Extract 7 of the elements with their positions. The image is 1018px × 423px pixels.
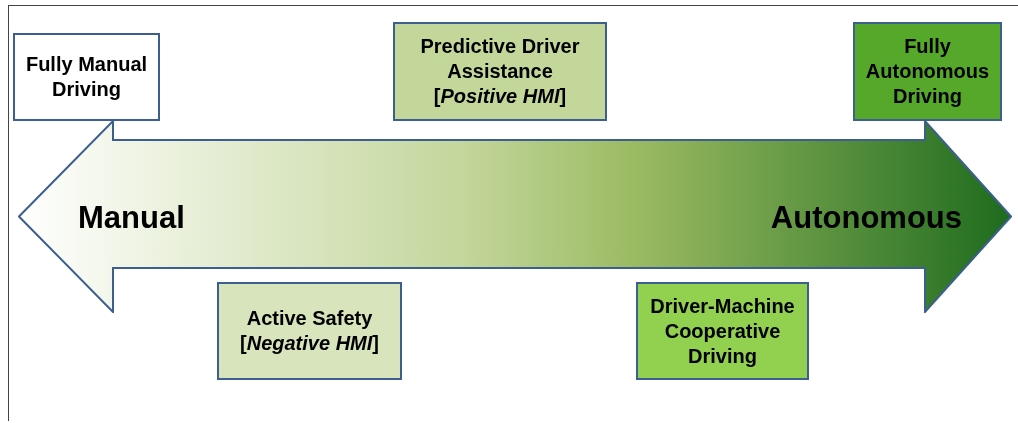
- stage-box: Predictive Driver Assistance [Positive HMI]: [393, 22, 607, 121]
- stage-box: Driver-Machine Cooperative Driving: [636, 282, 809, 380]
- scale-end-label: Manual: [78, 200, 185, 236]
- stage-box: Fully Manual Driving: [13, 33, 160, 121]
- scale-end-label: Autonomous: [770, 200, 962, 236]
- stage-box: Fully Autonomous Driving: [853, 22, 1002, 121]
- stage-box: Active Safety [Negative HMI]: [217, 282, 402, 380]
